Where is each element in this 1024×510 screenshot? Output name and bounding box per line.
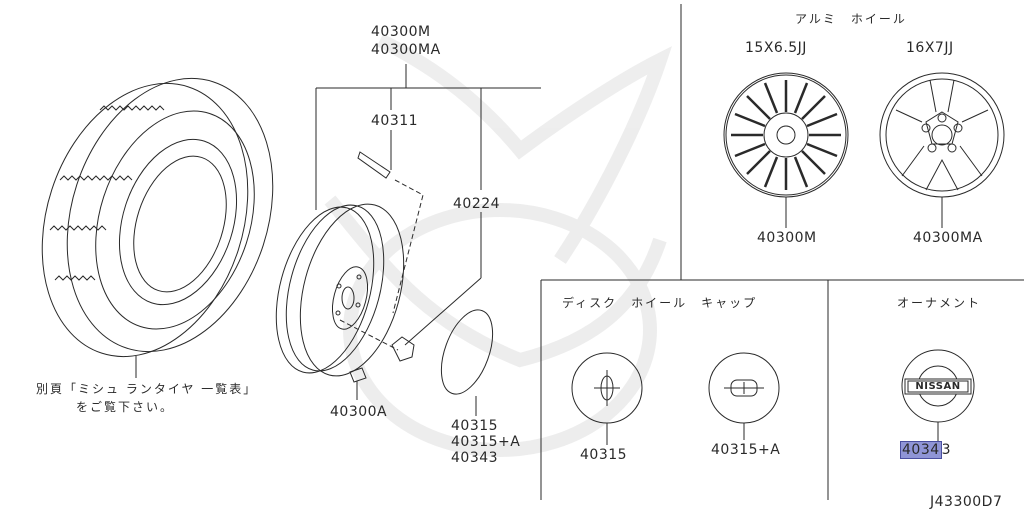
diagram-code: J43300D7 xyxy=(930,494,1003,510)
tire-note-line2: をご覧下さい。 xyxy=(76,400,175,414)
callout-40300MA[interactable]: 40300MA xyxy=(371,42,441,58)
tire-drawing xyxy=(41,77,274,378)
disc-cap-section-title: ディスク ホイール キャップ xyxy=(562,296,758,310)
callout-alloy-40300M[interactable]: 40300M xyxy=(757,230,817,246)
callout-40300A[interactable]: 40300A xyxy=(330,404,388,420)
callout-40300M[interactable]: 40300M xyxy=(371,24,431,40)
ornament-section-title: オーナメント xyxy=(897,296,982,310)
callout-40343[interactable]: 40343 xyxy=(451,450,499,466)
callout-40224[interactable]: 40224 xyxy=(453,196,501,212)
callout-cap-40315[interactable]: 40315 xyxy=(580,447,628,463)
alloy-size-16: 16X7JJ xyxy=(906,40,954,56)
nissan-emblem-text: NISSAN xyxy=(915,381,961,392)
callout-40315[interactable]: 40315 xyxy=(451,418,499,434)
steel-wheel-drawing xyxy=(275,64,541,416)
disc-cap-40315A-drawing xyxy=(708,352,780,440)
alloy-section-title: アルミ ホイール xyxy=(795,12,907,26)
search-highlight: 4034 xyxy=(900,441,942,459)
ornament-drawing xyxy=(901,349,975,442)
disc-cap-40315-drawing xyxy=(571,352,643,445)
callout-40315A[interactable]: 40315+A xyxy=(451,434,521,450)
tire-note-line1: 別頁「ミシュ ランタイヤ 一覧表」 xyxy=(36,382,258,396)
callout-alloy-40300MA[interactable]: 40300MA xyxy=(913,230,983,246)
section-dividers xyxy=(540,4,1024,500)
callout-40311[interactable]: 40311 xyxy=(371,113,419,129)
callout-remainder: 3 xyxy=(941,442,952,458)
alloy-wheel-15-drawing xyxy=(723,72,849,228)
alloy-wheel-16-drawing xyxy=(879,72,1005,228)
callout-cap-40315A[interactable]: 40315+A xyxy=(711,442,781,458)
alloy-size-15: 15X6.5JJ xyxy=(745,40,807,56)
